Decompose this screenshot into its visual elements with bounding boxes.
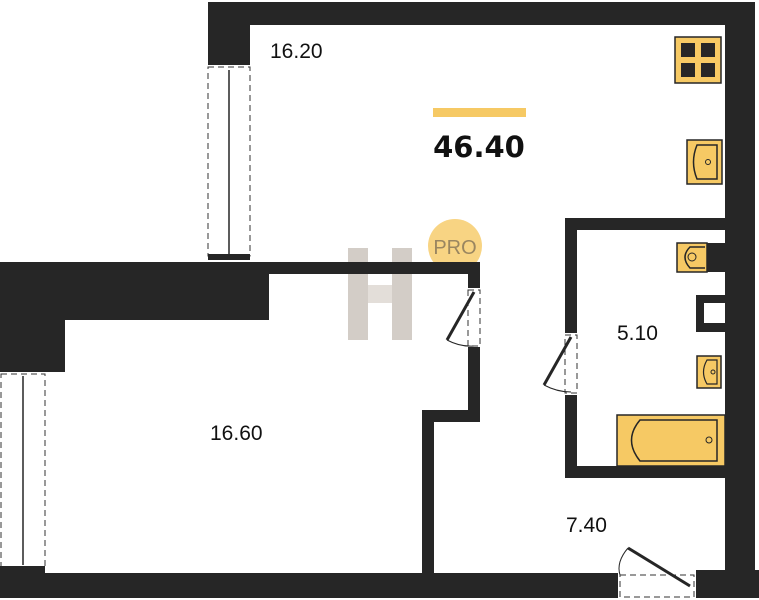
pro-badge-text: PRO <box>433 237 476 259</box>
door-bathroom <box>542 334 578 394</box>
watermark-logo <box>348 248 412 340</box>
bathtub-icon <box>616 414 726 467</box>
total-area: 46.40 <box>433 130 525 164</box>
door-room <box>445 289 481 347</box>
total-area-accent-bar <box>433 108 526 117</box>
stove-icon <box>674 36 722 84</box>
pro-badge: PRO <box>428 219 482 273</box>
room-area-kitchen-living: 16.20 <box>270 40 323 63</box>
toilet-icon <box>676 242 725 273</box>
room-area-bathroom: 5.10 <box>617 322 658 345</box>
window-top-left <box>207 66 251 260</box>
room-area-room: 16.60 <box>210 422 263 445</box>
window-bottom-left <box>0 373 46 574</box>
kitchen-sink-icon <box>686 139 723 185</box>
room-area-hallway: 7.40 <box>566 514 607 537</box>
bathroom-sink-icon <box>696 355 722 389</box>
door-entrance <box>618 546 695 598</box>
